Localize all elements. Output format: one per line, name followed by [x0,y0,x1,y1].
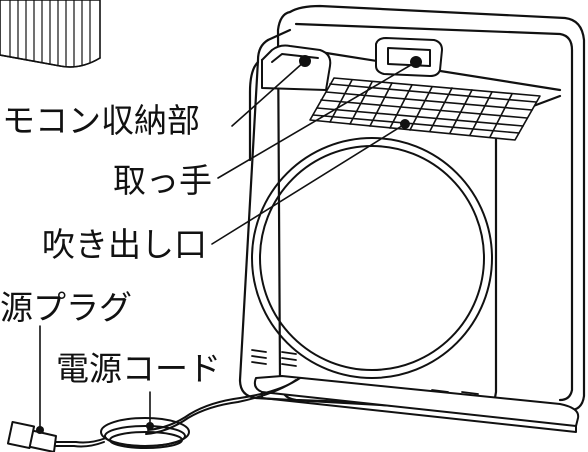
power-cord [55,377,301,449]
top-grille [309,77,541,141]
label-power-cord: 電源コード [56,349,221,388]
leader-air-outlet [211,123,406,245]
leader-lines [36,60,417,434]
leader-handle [217,61,417,179]
label-power-plug: 源プラグ [0,288,132,327]
power-plug [6,420,57,452]
handle [375,37,443,77]
label-handle: 取っ手 [113,161,212,200]
filter-panel [0,0,101,68]
label-remote-storage: モコン収納部 [2,101,200,140]
remote-storage-pocket [261,44,332,91]
front-intake-circle [251,137,493,379]
vent-slots-left [251,349,297,367]
label-air-outlet: 吹き出し口 [42,225,207,264]
leader-remote-storage [231,60,306,127]
